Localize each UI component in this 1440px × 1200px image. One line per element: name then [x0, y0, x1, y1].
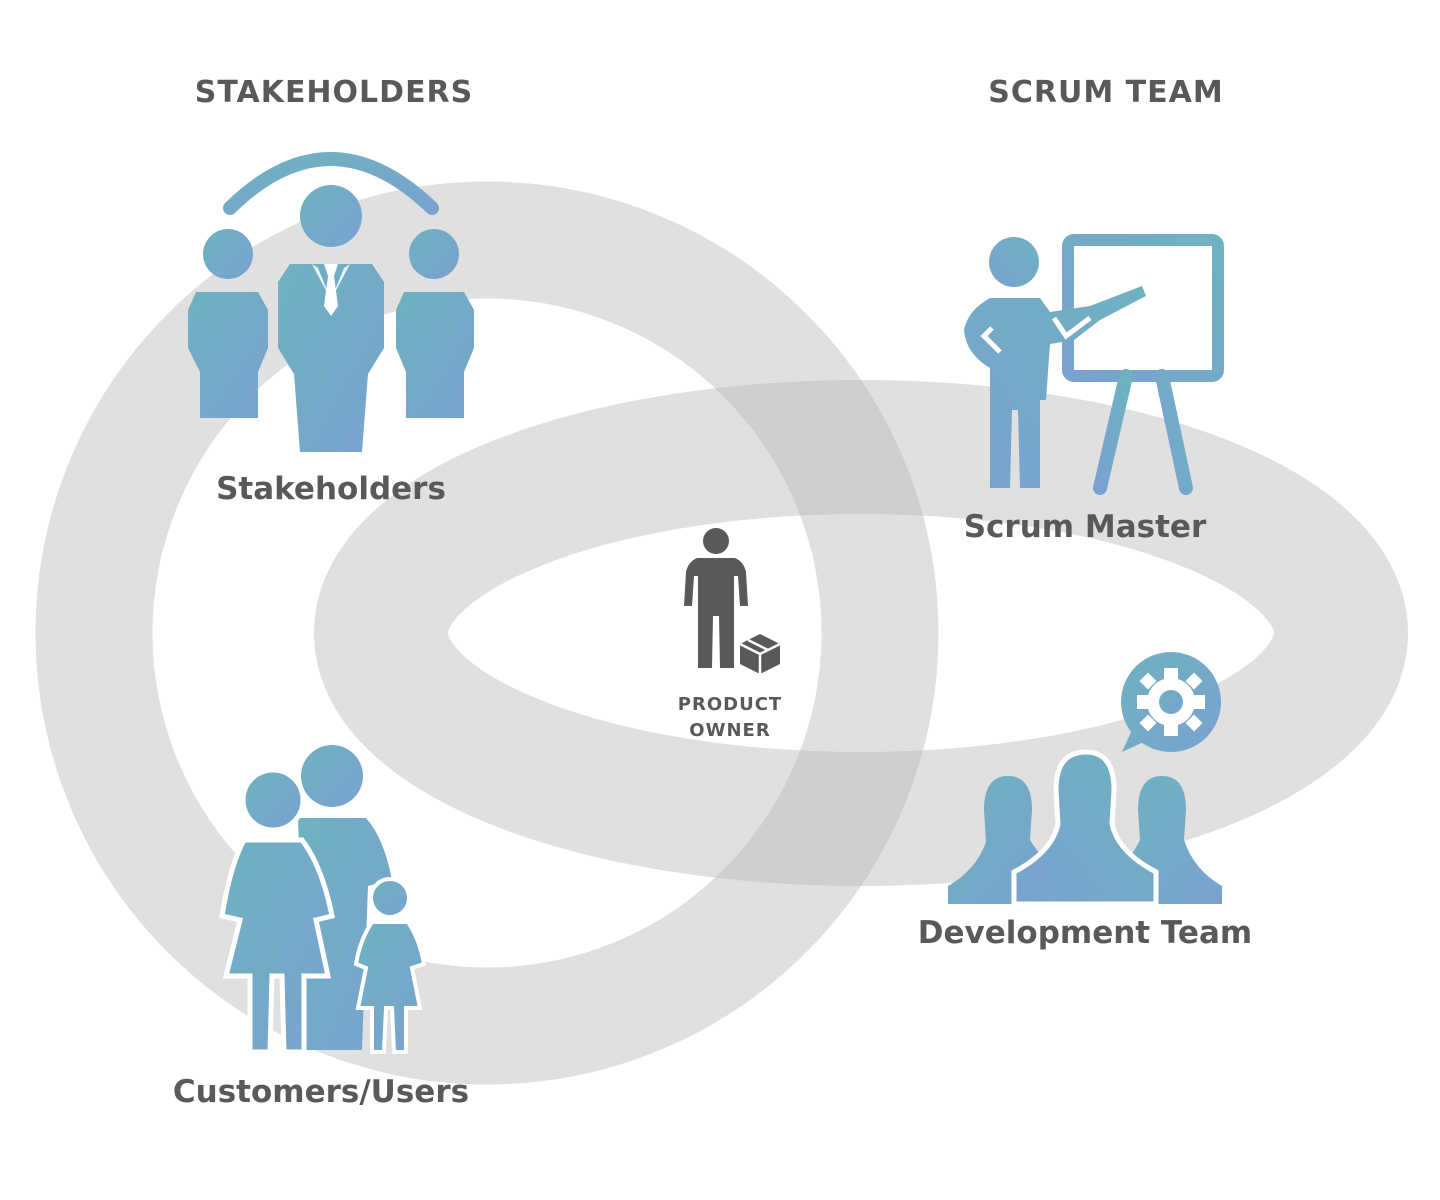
family-icon: [219, 745, 427, 1055]
label-product-owner-line1: PRODUCT: [678, 694, 782, 715]
team-gear-icon: [948, 652, 1222, 907]
scrum-team-ring: [314, 380, 1408, 886]
person-with-box-icon: [684, 528, 781, 674]
business-group-icon: [188, 152, 474, 452]
label-development-team: Development Team: [918, 915, 1252, 951]
rings: [35, 181, 1408, 1085]
label-customers: Customers/Users: [173, 1074, 469, 1110]
label-product-owner-line2: OWNER: [689, 720, 770, 741]
stakeholder-ring: [35, 181, 939, 1085]
heading-stakeholders: STAKEHOLDERS: [195, 75, 474, 110]
heading-scrum-team: SCRUM TEAM: [988, 75, 1223, 110]
label-stakeholders: Stakeholders: [216, 471, 446, 507]
label-scrum-master: Scrum Master: [964, 509, 1207, 545]
presenter-whiteboard-icon: [964, 234, 1224, 495]
